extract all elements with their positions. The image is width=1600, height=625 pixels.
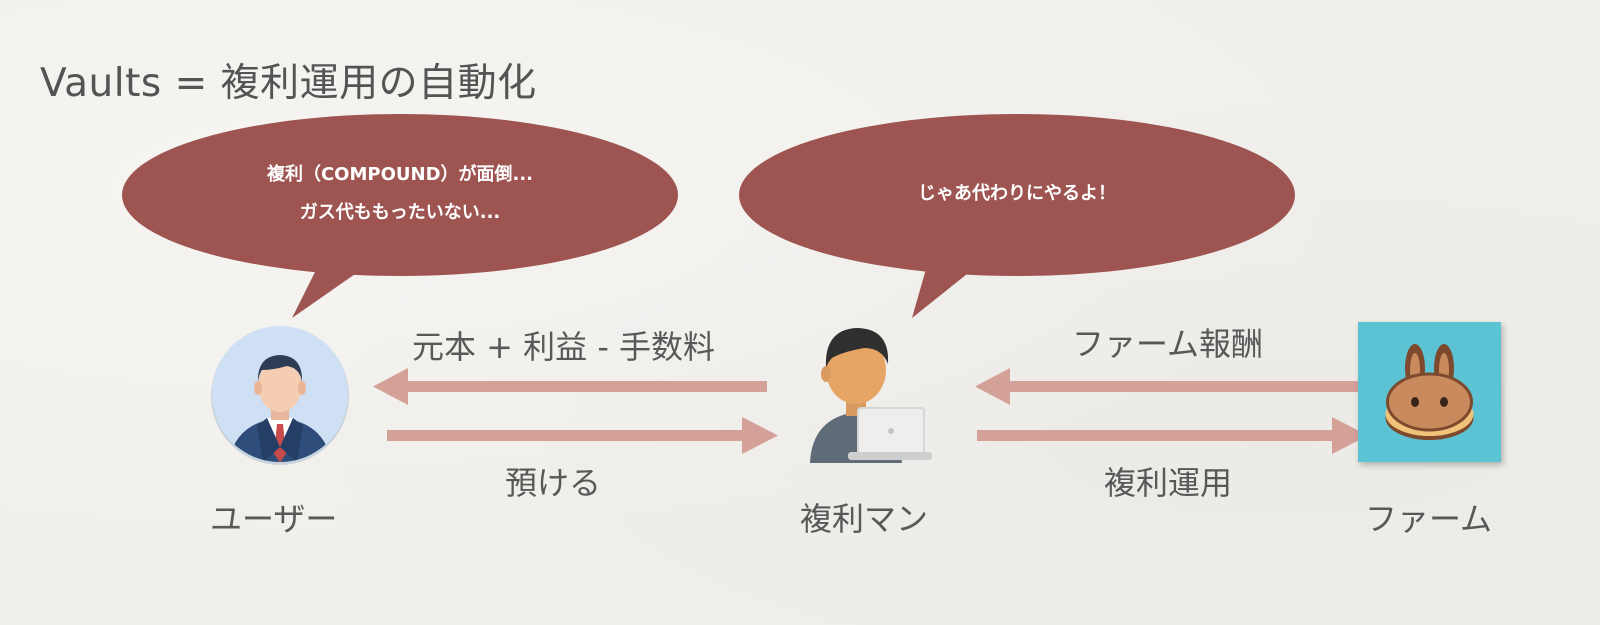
- compounder-bubble-text: じゃあ代わりにやるよ！: [817, 175, 1217, 213]
- pancake-bunny-icon: [1385, 344, 1474, 440]
- actor-compounder-label: 複利マン: [800, 500, 929, 538]
- user-speech-bubble: [122, 114, 678, 318]
- compounder-speech-bubble: [739, 114, 1295, 318]
- farm-tile: [1358, 322, 1501, 462]
- businessman-avatar-icon: [211, 326, 349, 465]
- arrow-compound-to-farm: [977, 417, 1368, 454]
- page-title: Vaults = 複利運用の自動化: [40, 61, 537, 106]
- user-bubble-text: 複利（COMPOUND）が面倒... ガス代ももったいない...: [200, 156, 600, 232]
- user-bubble-line1: 複利（COMPOUND）が面倒...: [266, 164, 534, 185]
- compounder-bubble-line1: じゃあ代わりにやるよ！: [918, 183, 1116, 204]
- arrow-farm-reward-to-compounder: [975, 368, 1368, 405]
- actor-farm-label: ファーム: [1365, 500, 1493, 538]
- label-returns: 元本 + 利益 - 手数料: [412, 328, 716, 366]
- label-compound: 複利運用: [1104, 464, 1233, 502]
- label-deposit: 預ける: [505, 464, 602, 502]
- actor-user-label: ユーザー: [210, 500, 338, 538]
- label-farm-reward: ファーム報酬: [1072, 325, 1264, 363]
- user-bubble-line2: ガス代ももったいない...: [299, 202, 501, 223]
- arrow-deposit-to-compounder: [387, 417, 778, 454]
- arrow-returns-to-user: [373, 368, 767, 405]
- person-with-laptop-icon: [810, 328, 932, 463]
